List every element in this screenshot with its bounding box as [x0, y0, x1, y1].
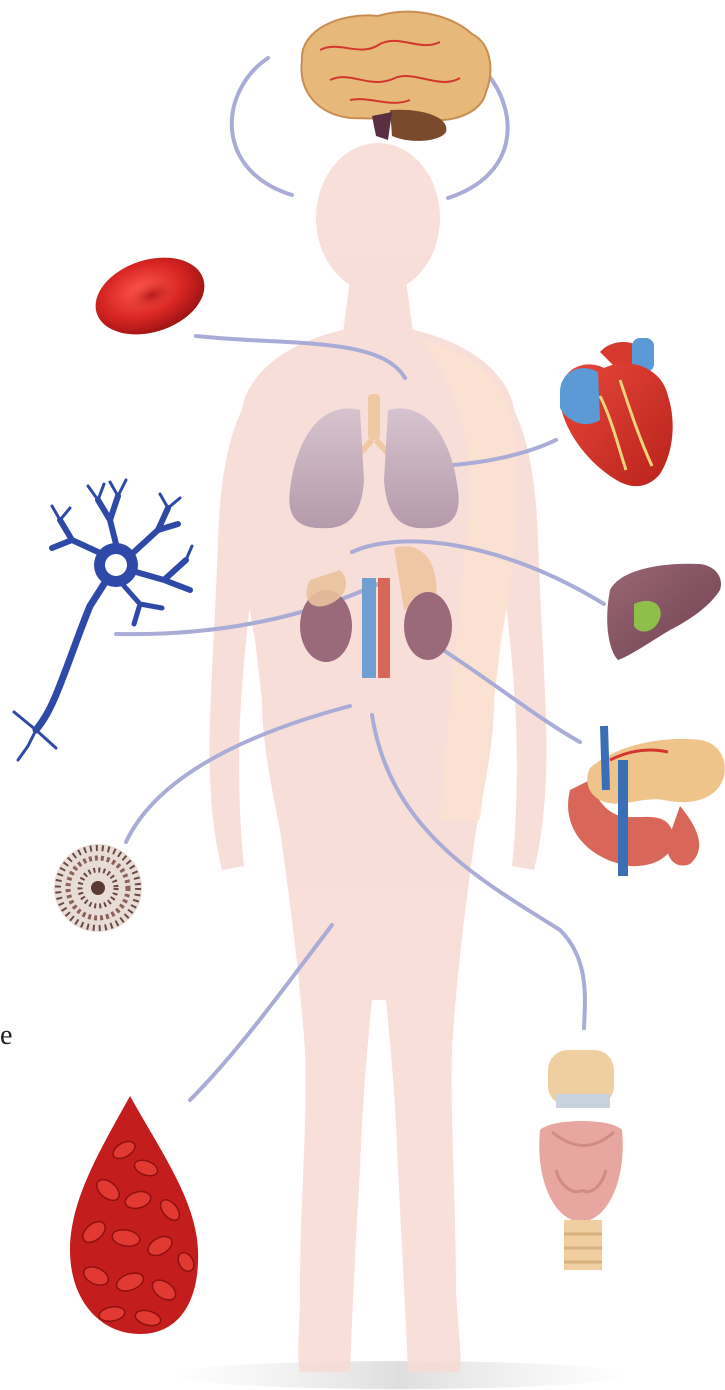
thyroid-icon — [539, 1050, 623, 1270]
cropped-text-fragment: e — [0, 1022, 12, 1050]
heart-icon — [560, 338, 673, 486]
brain-icon — [301, 12, 490, 141]
body-silhouette — [210, 143, 547, 1372]
liver-icon — [607, 564, 721, 660]
neuron-icon — [14, 480, 192, 760]
white-blood-cell-icon — [54, 844, 142, 932]
blood-drop-icon — [70, 1096, 198, 1334]
red-blood-cell-icon — [86, 244, 215, 347]
floor-shadow — [170, 1361, 630, 1389]
connector-brain-left — [232, 58, 292, 195]
pancreas-icon — [568, 726, 725, 876]
